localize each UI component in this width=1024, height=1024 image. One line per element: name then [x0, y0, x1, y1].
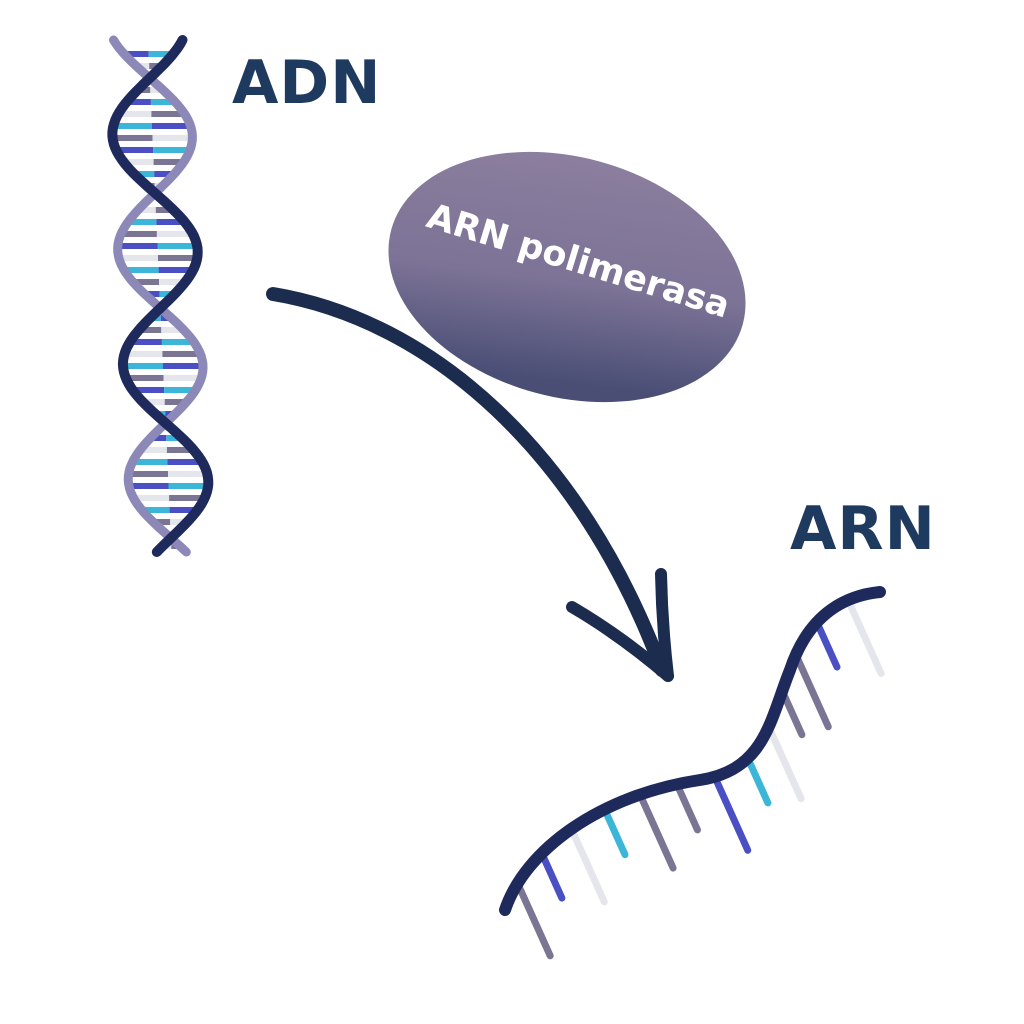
- rna-backbone: [499, 586, 886, 916]
- arrow-shaft: [266, 287, 669, 677]
- rna-base: [846, 600, 885, 677]
- dna-backbone-strand-b: [109, 35, 208, 557]
- dna-double-helix-icon: [107, 35, 214, 557]
- rna-base: [569, 828, 608, 906]
- rna-base: [539, 852, 566, 902]
- transcription-arrow-icon: [266, 287, 674, 682]
- rna-base: [515, 882, 554, 960]
- rna-base: [675, 784, 701, 834]
- rna-base: [745, 757, 772, 807]
- rna-base: [638, 794, 677, 872]
- rna-base: [814, 621, 841, 671]
- rna-base: [779, 689, 806, 739]
- arrow-head-left: [566, 601, 674, 682]
- rna-base: [793, 653, 832, 731]
- dna-label: ADN: [232, 48, 382, 118]
- rna-bases: [515, 600, 885, 960]
- rna-base: [602, 809, 629, 859]
- rna-base: [712, 776, 752, 854]
- arrow-head-right: [655, 568, 674, 682]
- rna-label: ARN: [790, 494, 936, 564]
- rna-polymerase-ellipse: ARN polimerasa: [388, 151, 746, 403]
- rna-base: [766, 725, 805, 803]
- dna-backbone-strand-a: [107, 35, 214, 557]
- rna-strand-icon: [499, 586, 886, 960]
